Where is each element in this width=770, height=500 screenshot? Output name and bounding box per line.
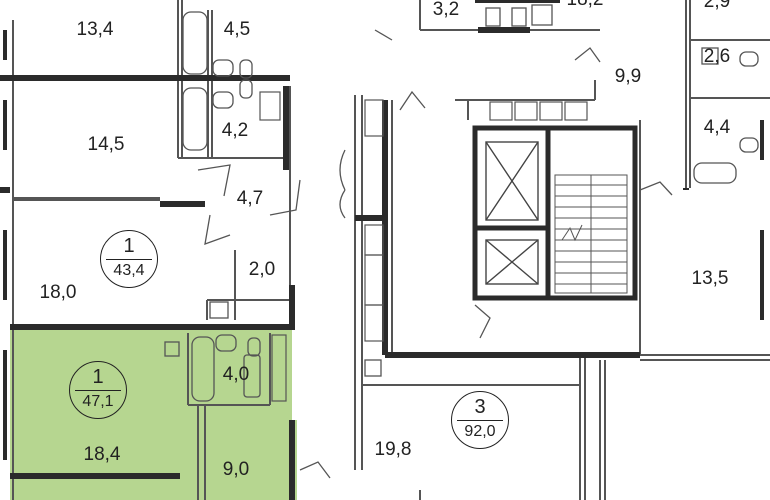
thin-walls xyxy=(12,0,770,500)
thick-walls xyxy=(0,0,689,500)
apartment-area: 47,1 xyxy=(82,393,114,410)
apartment-rooms: 3 xyxy=(474,396,486,418)
apartment-badge[interactable]: 3 92,0 xyxy=(451,391,509,449)
apartment-rooms: 1 xyxy=(92,366,104,388)
apartment-badge[interactable]: 1 43,4 xyxy=(100,230,158,288)
apartment-area: 92,0 xyxy=(464,423,496,440)
badge-divider xyxy=(457,420,503,422)
room-area-label: 18,2 xyxy=(567,0,604,11)
staircase xyxy=(554,174,628,294)
elevator-shafts xyxy=(485,141,539,285)
badge-divider xyxy=(75,390,121,392)
apartment-badge[interactable]: 1 47,1 xyxy=(69,361,127,419)
room-area-label: 4,5 xyxy=(223,19,251,40)
room-area-label: 3,2 xyxy=(432,0,460,20)
apartment-area: 43,4 xyxy=(113,262,145,279)
badge-divider xyxy=(106,259,152,261)
room-area-label: 18,4 xyxy=(83,444,121,465)
room-area-label: 2,0 xyxy=(248,259,276,280)
room-area-label: 4,0 xyxy=(222,364,250,385)
room-area-label: 4,4 xyxy=(703,117,731,138)
room-area-label: 13,4 xyxy=(76,19,114,40)
room-area-label: 9,0 xyxy=(222,459,250,480)
apartment-rooms: 1 xyxy=(123,235,135,257)
room-area-label: 2,9 xyxy=(703,0,731,12)
storage-niches xyxy=(259,91,588,402)
room-area-label: 19,8 xyxy=(374,439,412,460)
room-area-label: 4,2 xyxy=(221,120,249,141)
window-marks xyxy=(3,30,764,460)
room-area-label: 13,5 xyxy=(691,268,729,289)
bathroom-highlight-inner xyxy=(188,333,292,403)
room-area-label: 4,7 xyxy=(236,188,264,209)
elevator-core xyxy=(472,125,638,301)
room-area-label: 18,0 xyxy=(39,282,77,303)
door-swings xyxy=(197,29,673,479)
room-area-label: 9,9 xyxy=(614,66,642,87)
room-area-label: 14,5 xyxy=(87,134,125,155)
room-area-label: 2,6 xyxy=(703,46,731,67)
sanitary-fixtures xyxy=(164,4,759,402)
